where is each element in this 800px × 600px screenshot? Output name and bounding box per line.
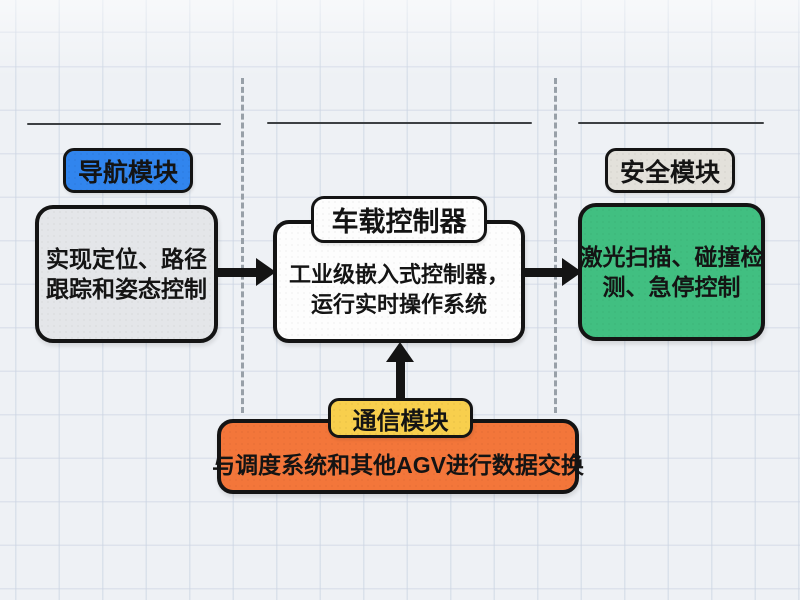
sketch-line-left [27, 123, 221, 125]
navigation-desc-line1: 实现定位、路径 [46, 246, 207, 272]
communication-module-label: 通信模块 [328, 398, 473, 438]
controller-desc-line1: 工业级嵌入式控制器， [288, 261, 509, 287]
navigation-module-box: 实现定位、路径 跟踪和姿态控制 [35, 205, 218, 343]
safety-module-box: 激光扫描、碰撞检 测、急停控制 [578, 203, 765, 341]
arrow-head-up-icon [386, 342, 414, 362]
sketch-line-middle [267, 122, 532, 124]
dashed-divider-left [241, 78, 244, 413]
dashed-divider-right [554, 78, 557, 413]
arrow-shaft [215, 268, 260, 277]
controller-module-label: 车载控制器 [311, 196, 487, 243]
arrow-shaft [396, 360, 405, 400]
navigation-desc-line2: 跟踪和姿态控制 [46, 276, 207, 302]
sketch-line-right [578, 122, 764, 124]
arrow-head-right-icon [562, 258, 582, 286]
safety-desc-line1: 激光扫描、碰撞检 [579, 244, 764, 270]
safety-desc-line2: 测、急停控制 [602, 274, 741, 300]
arrow-shaft [522, 268, 566, 277]
communication-desc-line1: 与调度系统和其他AGV进行数据交换 [212, 451, 584, 478]
navigation-module-label: 导航模块 [63, 148, 193, 193]
controller-desc-line2: 运行实时操作系统 [310, 291, 487, 317]
safety-module-label: 安全模块 [605, 148, 735, 193]
arrow-head-right-icon [256, 258, 276, 286]
